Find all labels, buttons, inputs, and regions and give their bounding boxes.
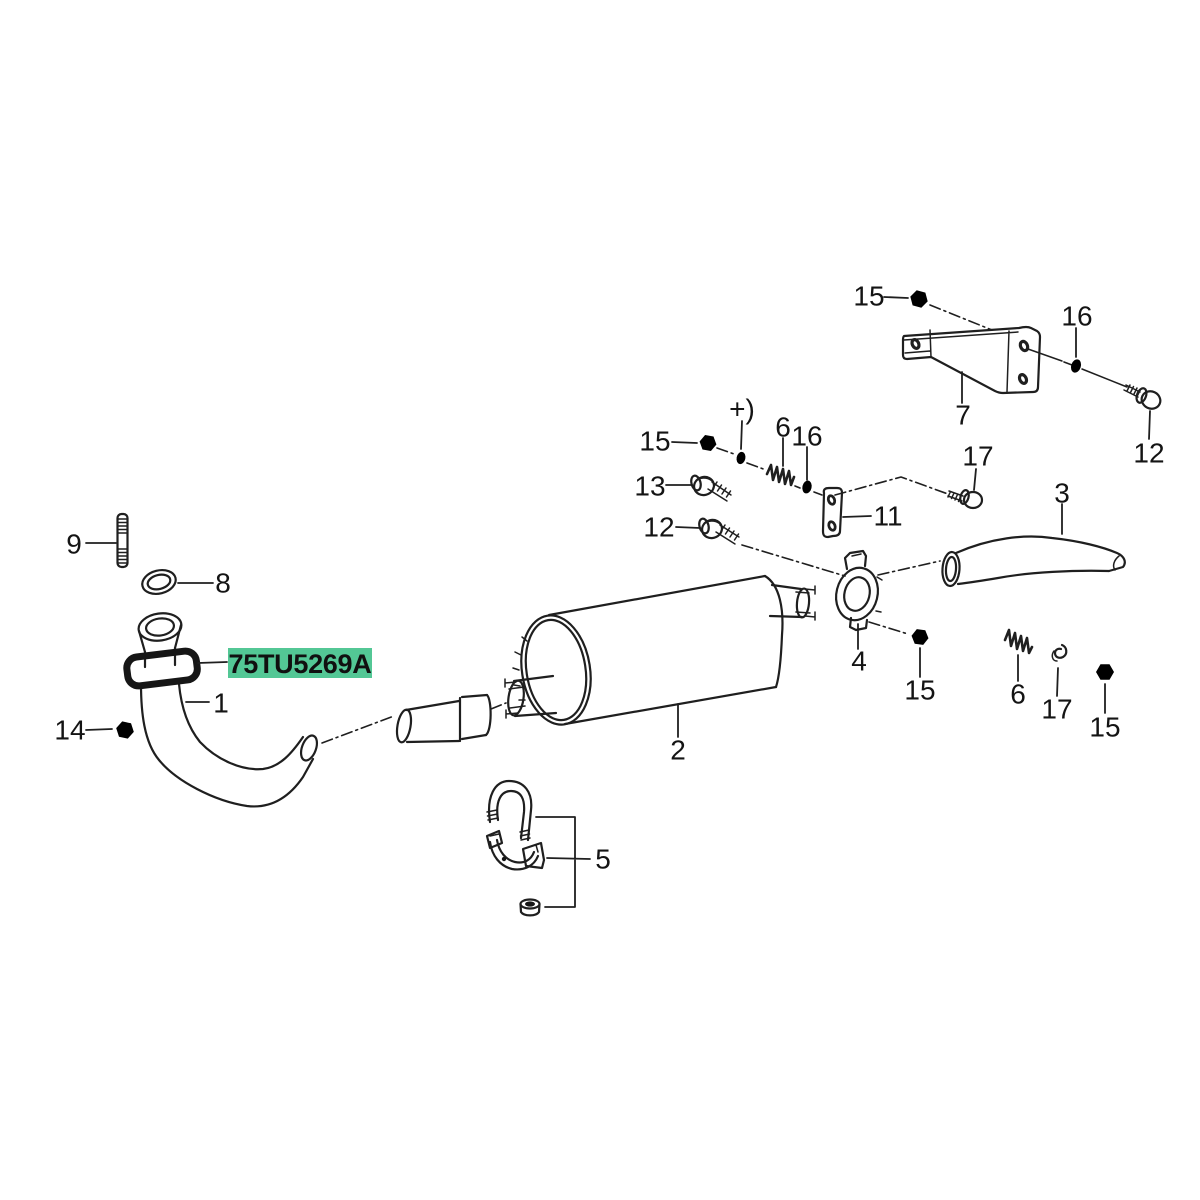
- part-16-washer-top: [1027, 327, 1128, 388]
- callout-8: 8: [215, 568, 231, 599]
- callout-12-mid: 12: [643, 512, 674, 543]
- callout-4: 4: [851, 646, 867, 677]
- center-axis-line: [321, 702, 507, 744]
- callout-15-mid: 15: [639, 426, 670, 457]
- part-15-nut-bottom: [1096, 664, 1114, 714]
- callout-17-right: 17: [962, 441, 993, 472]
- part-14-nut: [85, 720, 136, 740]
- part-6-spring-mid: [765, 437, 796, 487]
- part-9-stud: [85, 512, 129, 569]
- connector-sleeve: [395, 693, 492, 744]
- callout-16-top: 16: [1061, 301, 1092, 332]
- callout-13: 13: [634, 471, 665, 502]
- callout-6-mid: 6: [775, 412, 791, 443]
- part-15-nut-top: [883, 289, 993, 331]
- part-17-clip-bottom: [1051, 643, 1068, 697]
- highlight-part-number[interactable]: 75TU5269A: [229, 649, 372, 679]
- callout-11: 11: [873, 501, 902, 532]
- callout-14: 14: [54, 715, 85, 746]
- callout-15-bottom: 15: [1089, 712, 1120, 743]
- part-5-u-clamp: [485, 779, 591, 917]
- part-13-bolt: [665, 474, 732, 502]
- part-12-bolt-mid: [675, 517, 846, 577]
- callout-3: 3: [1054, 478, 1070, 509]
- callout-7: 7: [955, 400, 971, 431]
- callout-16-mid: 16: [791, 421, 822, 452]
- part-12-bolt-top: [1123, 384, 1162, 440]
- part-4-clamp: [835, 549, 883, 650]
- part-8-gasket-ring: [141, 569, 214, 595]
- callout-plus-note: +): [729, 394, 755, 425]
- callout-5: 5: [595, 844, 611, 875]
- callout-17-bottom: 17: [1041, 694, 1072, 725]
- plus-note-washer: [716, 420, 767, 471]
- callout-12-top: 12: [1133, 438, 1164, 469]
- part-15-nut-mid: [671, 434, 718, 452]
- callout-15-clamp: 15: [904, 675, 935, 706]
- part-17-bolt-right: [834, 468, 984, 510]
- callout-1: 1: [213, 688, 229, 719]
- callout-2: 2: [670, 735, 686, 766]
- part-7-bracket: [901, 325, 1042, 404]
- callout-labels: 9 8 1 14 2 4 15 3 13 15 +) 6 16 11 12 15…: [54, 281, 1164, 875]
- callout-6-bottom: 6: [1010, 679, 1026, 710]
- callout-9: 9: [66, 529, 82, 560]
- callout-15-top: 15: [853, 281, 884, 312]
- highlight-rect[interactable]: [228, 648, 372, 678]
- part-3-tailpipe: [877, 503, 1126, 588]
- part-15-nut-clamp: [868, 621, 930, 678]
- highlighted-part-label[interactable]: 75TU5269A: [228, 648, 372, 679]
- part-1-downpipe: [137, 612, 319, 808]
- part-16-washer-mid: [794, 446, 823, 496]
- part-6-spring-bottom: [1003, 628, 1034, 682]
- part-flange-gasket-highlighted: [123, 647, 228, 690]
- part-2-muffler: [504, 574, 816, 738]
- part-11-plate: [821, 486, 872, 539]
